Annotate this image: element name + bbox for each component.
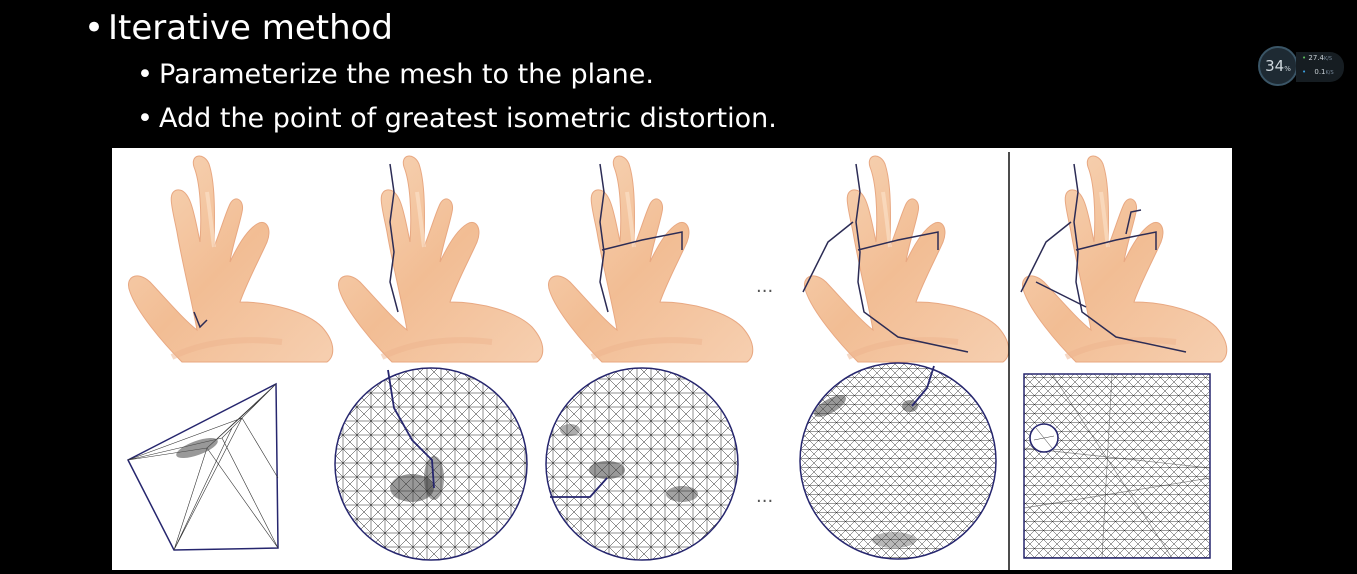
network-monitor-widget[interactable]: 34% • 27.4K/S • 0.1K/S bbox=[1258, 46, 1348, 88]
cpu-percent-unit: % bbox=[1284, 65, 1291, 73]
bullet-main-text: Iterative method bbox=[108, 8, 394, 48]
param-iteration-n bbox=[799, 362, 997, 560]
hand-iteration-2 bbox=[338, 156, 542, 362]
hand-iteration-3 bbox=[548, 156, 752, 362]
sub-bullet-1: •Parameterize the mesh to the plane. bbox=[137, 59, 654, 91]
cut-path bbox=[1020, 163, 1187, 353]
cpu-percent: 34 bbox=[1265, 57, 1285, 75]
cpu-meter: 34% bbox=[1258, 46, 1298, 86]
param-iteration-3 bbox=[545, 367, 739, 561]
figure-svg: ... ... bbox=[112, 152, 1232, 570]
hand-final bbox=[1021, 156, 1227, 362]
bullet-dot-icon: • bbox=[84, 8, 105, 48]
sub-bullet-1-text: Parameterize the mesh to the plane. bbox=[159, 59, 654, 90]
ellipsis-top: ... bbox=[756, 276, 773, 297]
upload-arrow-icon: • bbox=[1302, 54, 1307, 62]
cut-path bbox=[599, 163, 683, 313]
download-speed: 0.1 bbox=[1314, 68, 1326, 76]
download-unit: K/S bbox=[1325, 70, 1334, 76]
download-arrow-icon: • bbox=[1302, 68, 1307, 76]
cut-path bbox=[389, 163, 399, 313]
figure-panel: ... ... bbox=[112, 148, 1232, 570]
hand-iteration-n bbox=[803, 156, 1009, 362]
hand-iteration-1 bbox=[128, 156, 332, 362]
bullet-main: •Iterative method bbox=[84, 8, 393, 48]
bullet-dot-icon: • bbox=[137, 59, 153, 90]
bullet-dot-icon: • bbox=[137, 103, 153, 134]
ellipsis-bottom: ... bbox=[756, 486, 773, 507]
speed-readout: • 27.4K/S • 0.1K/S bbox=[1296, 52, 1344, 82]
sub-bullet-2: •Add the point of greatest isometric dis… bbox=[137, 103, 777, 135]
param-final bbox=[1023, 373, 1211, 559]
cut-path bbox=[193, 311, 208, 329]
param-iteration-1 bbox=[126, 382, 279, 551]
sub-bullet-2-text: Add the point of greatest isometric dist… bbox=[159, 103, 777, 134]
upload-unit: K/S bbox=[1323, 56, 1333, 62]
upload-speed: 27.4 bbox=[1308, 54, 1324, 62]
param-iteration-2 bbox=[334, 367, 528, 561]
cut-path bbox=[802, 163, 969, 353]
